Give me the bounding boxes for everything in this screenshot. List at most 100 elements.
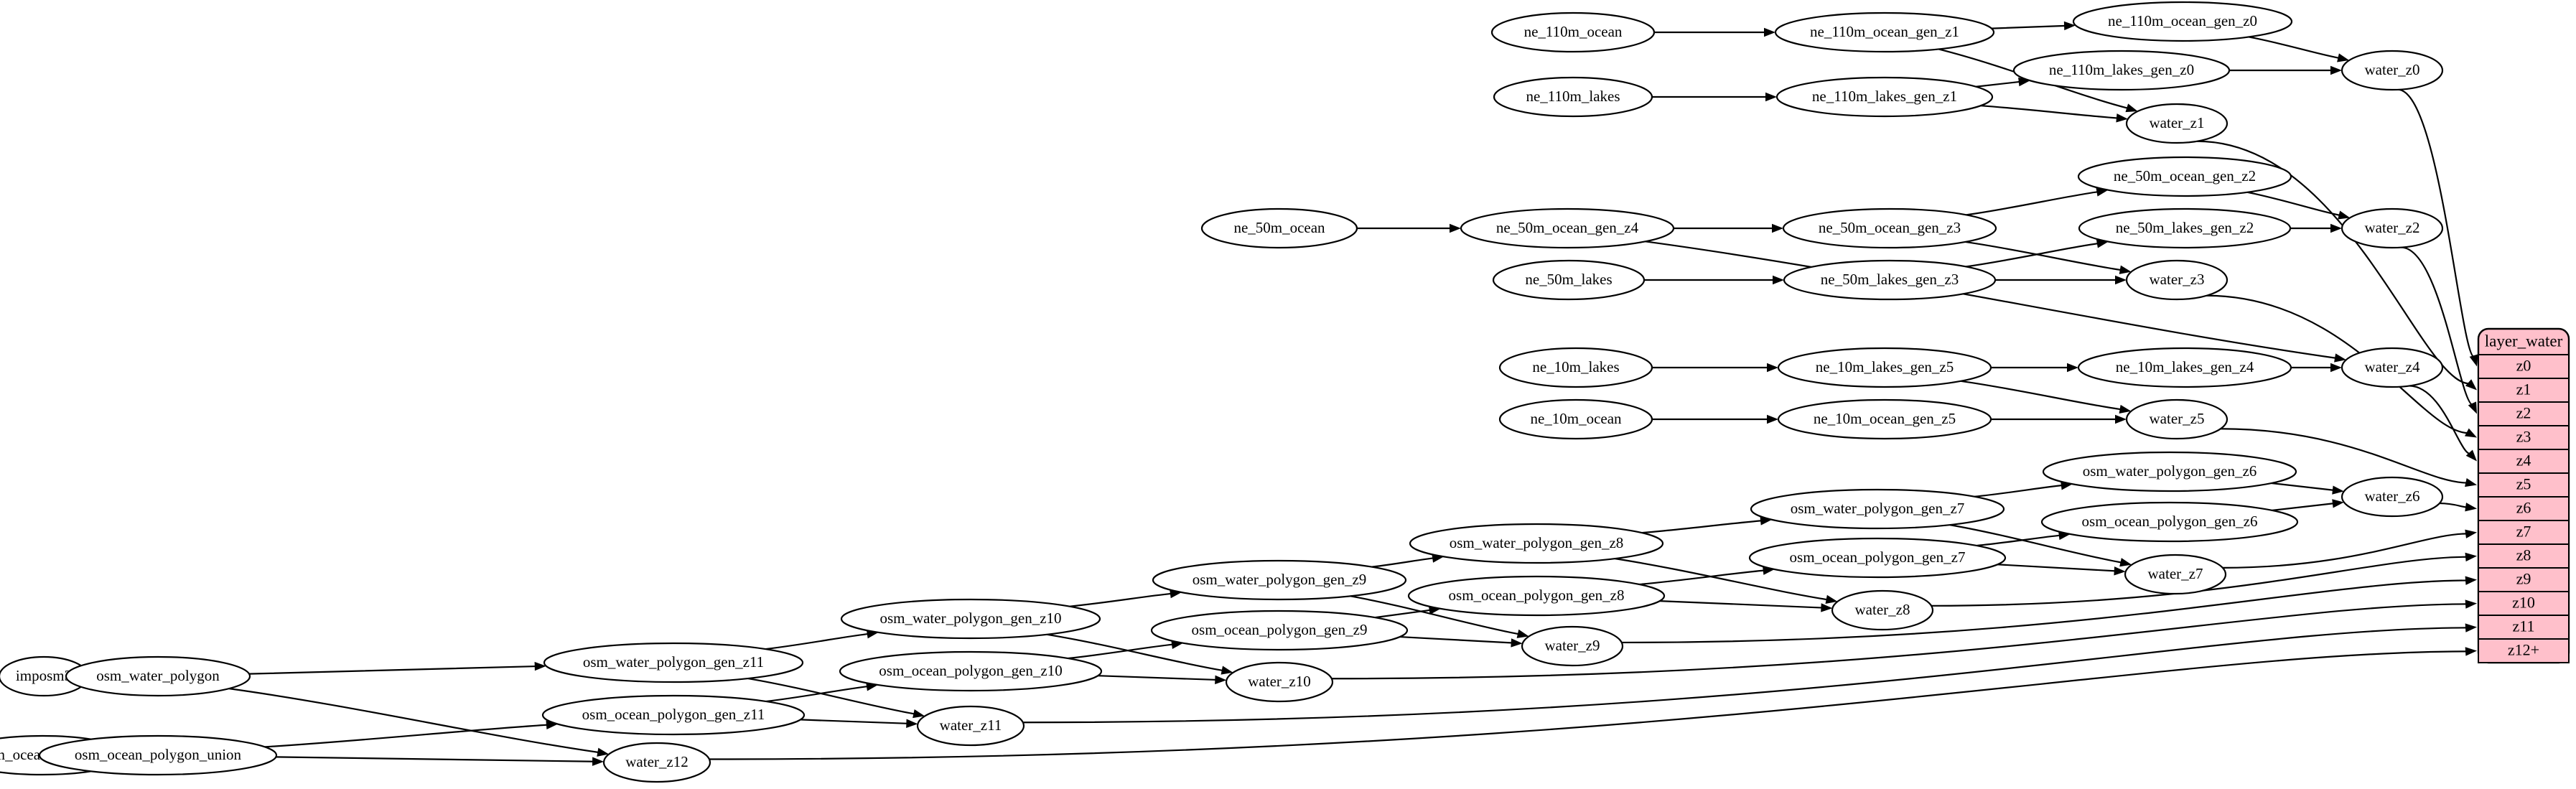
node-ne_10m_lakes_gen_z4[interactable]: ne_10m_lakes_gen_z4 [2077,347,2292,388]
node-shape-water_z4[interactable] [2341,347,2444,388]
node-water_z0[interactable]: water_z0 [2341,50,2444,91]
node-water_z9[interactable]: water_z9 [1521,625,1624,667]
node-shape-osm_ocean_polygon_gen_z8[interactable] [1407,575,1666,617]
node-shape-ne_50m_ocean_gen_z4[interactable] [1460,207,1675,249]
node-shape-osm_water_polygon_gen_z8[interactable] [1409,523,1664,564]
node-shape-osm_ocean_polygon_union[interactable] [38,734,278,776]
legend-row-z9[interactable] [2478,567,2570,592]
legend-row-z7[interactable] [2478,520,2570,545]
node-shape-osm_ocean_polygon_gen_z11[interactable] [541,694,806,736]
node-water_z12[interactable]: water_z12 [602,742,711,783]
node-shape-ne_110m_ocean[interactable] [1490,11,1656,53]
node-osm_ocean_polygon_gen_z9[interactable]: osm_ocean_polygon_gen_z9 [1150,610,1409,651]
node-ne_50m_lakes_gen_z2[interactable]: ne_50m_lakes_gen_z2 [2078,207,2292,249]
node-water_z11[interactable]: water_z11 [916,705,1025,747]
node-ne_10m_ocean_gen_z5[interactable]: ne_10m_ocean_gen_z5 [1777,398,1992,440]
node-imposm3[interactable]: imposm3 [0,655,90,697]
node-shape-water_z7[interactable] [2124,554,2227,595]
node-ne_110m_ocean_gen_z0[interactable]: ne_110m_ocean_gen_z0 [2072,1,2293,42]
node-ne_50m_ocean[interactable]: ne_50m_ocean [1200,207,1358,249]
node-water_z2[interactable]: water_z2 [2341,207,2444,249]
node-ne_50m_ocean_gen_z4[interactable]: ne_50m_ocean_gen_z4 [1460,207,1675,249]
node-osm_water_polygon_gen_z9[interactable]: osm_water_polygon_gen_z9 [1152,559,1407,601]
node-shape-water_z1[interactable] [2125,103,2229,144]
node-shape-osm_ocean_polygon_gen_z10[interactable] [839,650,1103,692]
node-shape-ne_50m_lakes_gen_z3[interactable] [1783,259,1997,301]
node-shape-osm_ocean_polygon_gen_z7[interactable] [1748,537,2007,579]
node-osm_water_polygon_gen_z8[interactable]: osm_water_polygon_gen_z8 [1409,523,1664,564]
node-shape-osm_water_polygon_gen_z9[interactable] [1152,559,1407,601]
node-ne_50m_ocean_gen_z2[interactable]: ne_50m_ocean_gen_z2 [2077,156,2292,197]
node-ne_10m_lakes_gen_z5[interactable]: ne_10m_lakes_gen_z5 [1777,347,1992,388]
node-osm_ocean_polygon_gen_z7[interactable]: osm_ocean_polygon_gen_z7 [1748,537,2007,579]
node-shape-ne_10m_ocean_gen_z5[interactable] [1777,398,1992,440]
node-shape-ne_110m_lakes[interactable] [1493,76,1653,118]
node-shape-ne_110m_lakes_gen_z0[interactable] [2012,50,2231,91]
node-shape-water_z3[interactable] [2125,259,2229,301]
node-osm_ocean_polygon_gen_z6[interactable]: osm_ocean_polygon_gen_z6 [2040,501,2299,543]
node-shape-ne_50m_lakes_gen_z2[interactable] [2078,207,2292,249]
node-osm_ocean_polygon_union[interactable]: osm_ocean_polygon_union [38,734,278,776]
node-shape-osm_water_polygon_gen_z7[interactable] [1750,488,2005,530]
node-ne_50m_lakes[interactable]: ne_50m_lakes [1492,259,1646,301]
node-ne_110m_ocean_gen_z1[interactable]: ne_110m_ocean_gen_z1 [1774,11,1995,53]
node-shape-osm_water_polygon_gen_z11[interactable] [543,642,804,683]
node-water_z10[interactable]: water_z10 [1225,661,1334,703]
node-water_z8[interactable]: water_z8 [1831,589,1934,631]
node-shape-water_z9[interactable] [1521,625,1624,667]
node-water_z7[interactable]: water_z7 [2124,554,2227,595]
node-shape-water_z5[interactable] [2125,398,2229,440]
node-ne_10m_ocean[interactable]: ne_10m_ocean [1498,398,1653,440]
node-ne_110m_ocean[interactable]: ne_110m_ocean [1490,11,1656,53]
node-shape-ne_50m_ocean[interactable] [1200,207,1358,249]
node-shape-water_z8[interactable] [1831,589,1934,631]
node-osm_water_polygon_gen_z7[interactable]: osm_water_polygon_gen_z7 [1750,488,2005,530]
node-shape-osm_water_polygon_gen_z10[interactable] [840,598,1101,640]
node-water_z5[interactable]: water_z5 [2125,398,2229,440]
node-shape-osm_water_polygon_gen_z6[interactable] [2042,451,2297,492]
node-ne_110m_lakes_gen_z0[interactable]: ne_110m_lakes_gen_z0 [2012,50,2231,91]
node-osm_ocean_polygon_gen_z11[interactable]: osm_ocean_polygon_gen_z11 [541,694,806,736]
node-shape-osm_ocean_polygon_gen_z9[interactable] [1150,610,1409,651]
legend-row-z2[interactable] [2478,401,2570,426]
node-shape-ne_10m_ocean[interactable] [1498,398,1653,440]
legend-row-z1[interactable] [2478,378,2570,403]
node-osm_water_polygon_gen_z11[interactable]: osm_water_polygon_gen_z11 [543,642,804,683]
node-water_z3[interactable]: water_z3 [2125,259,2229,301]
node-shape-ne_10m_lakes_gen_z5[interactable] [1777,347,1992,388]
node-shape-water_z0[interactable] [2341,50,2444,91]
node-water_z6[interactable]: water_z6 [2341,476,2444,518]
node-shape-ne_50m_lakes[interactable] [1492,259,1646,301]
node-shape-ne_110m_lakes_gen_z1[interactable] [1775,76,1994,118]
node-osm_ocean_polygon_gen_z8[interactable]: osm_ocean_polygon_gen_z8 [1407,575,1666,617]
node-shape-ne_10m_lakes[interactable] [1498,347,1653,388]
node-shape-osm_ocean_polygon_gen_z6[interactable] [2040,501,2299,543]
node-shape-water_z10[interactable] [1225,661,1334,703]
node-shape-water_z2[interactable] [2341,207,2444,249]
node-osm_water_polygon_gen_z6[interactable]: osm_water_polygon_gen_z6 [2042,451,2297,492]
node-osm_water_polygon_gen_z10[interactable]: osm_water_polygon_gen_z10 [840,598,1101,640]
node-ne_10m_lakes[interactable]: ne_10m_lakes [1498,347,1653,388]
legend-row-z8[interactable] [2478,543,2570,569]
node-ne_50m_lakes_gen_z3[interactable]: ne_50m_lakes_gen_z3 [1783,259,1997,301]
node-water_z4[interactable]: water_z4 [2341,347,2444,388]
legend-row-z5[interactable] [2478,472,2570,498]
legend-row-z12p[interactable] [2478,638,2570,663]
node-shape-ne_50m_ocean_gen_z3[interactable] [1782,207,1997,249]
node-shape-ne_110m_ocean_gen_z0[interactable] [2072,1,2293,42]
node-ne_110m_lakes_gen_z1[interactable]: ne_110m_lakes_gen_z1 [1775,76,1994,118]
node-shape-water_z11[interactable] [916,705,1025,747]
node-shape-osm_water_polygon[interactable] [65,655,251,697]
node-osm_ocean_polygon_gen_z10[interactable]: osm_ocean_polygon_gen_z10 [839,650,1103,692]
node-osm_water_polygon[interactable]: osm_water_polygon [65,655,251,697]
node-ne_110m_lakes[interactable]: ne_110m_lakes [1493,76,1653,118]
node-shape-ne_50m_ocean_gen_z2[interactable] [2077,156,2292,197]
node-ne_50m_ocean_gen_z3[interactable]: ne_50m_ocean_gen_z3 [1782,207,1997,249]
node-water_z1[interactable]: water_z1 [2125,103,2229,144]
legend-row-z10[interactable] [2478,591,2570,616]
node-shape-water_z12[interactable] [602,742,711,783]
node-shape-ne_110m_ocean_gen_z1[interactable] [1774,11,1995,53]
node-shape-water_z6[interactable] [2341,476,2444,518]
node-shape-ne_10m_lakes_gen_z4[interactable] [2077,347,2292,388]
legend-row-z4[interactable] [2478,449,2570,474]
